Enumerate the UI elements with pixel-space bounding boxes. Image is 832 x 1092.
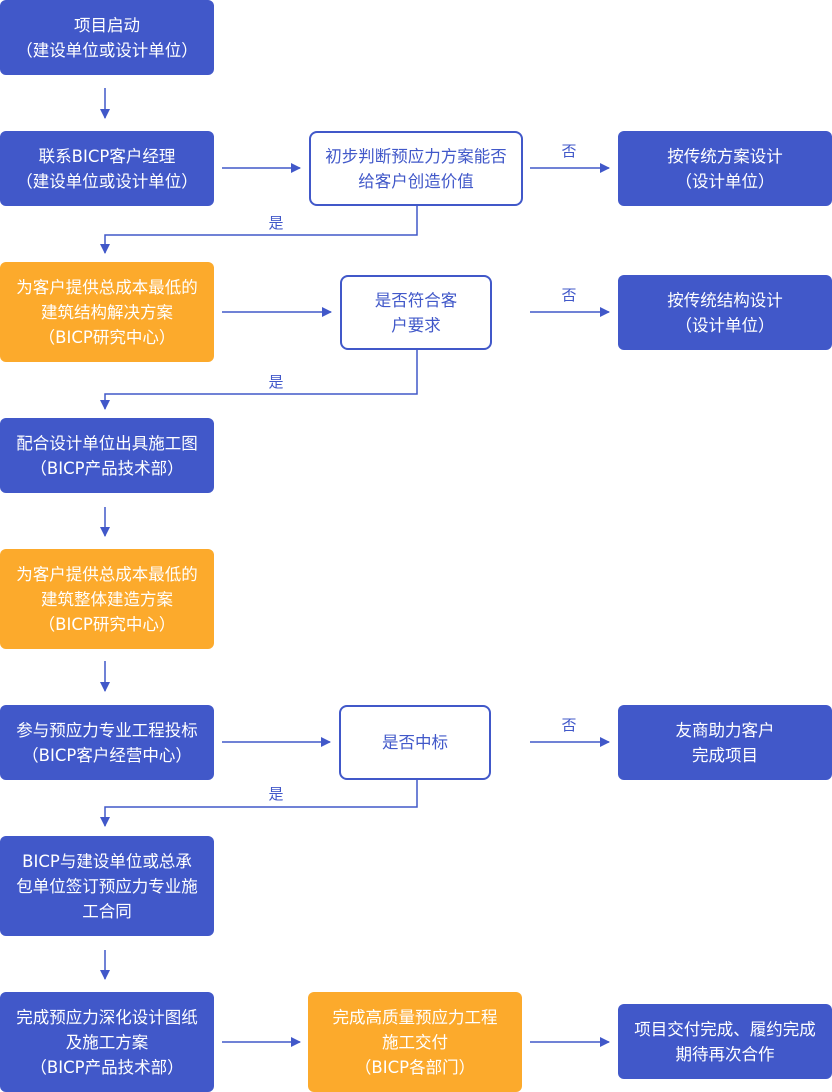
arrow-won-yes [100,780,418,827]
node-construction-drawings: 配合设计单位出具施工图 （BICP产品技术部） [0,418,214,493]
node-sign-contract: BICP与建设单位或总承 包单位签订预应力专业施 工合同 [0,836,214,936]
node-contact-manager: 联系BICP客户经理 （建设单位或设计单位） [0,131,214,206]
node-judge-value: 初步判断预应力方案能否 给客户创造价值 [309,131,523,206]
node-lowest-cost-structure: 为客户提供总成本最低的 建筑结构解决方案 （BICP研究中心） [0,262,214,362]
label-yes-judge: 是 [268,214,284,232]
node-bidding: 参与预应力专业工程投标 （BICP客户经营中心） [0,705,214,780]
label-yes-won-bid: 是 [268,785,284,803]
label-no-judge: 否 [561,142,577,160]
node-lowest-cost-construction: 为客户提供总成本最低的 建筑整体建造方案 （BICP研究中心） [0,549,214,649]
node-traditional-plan-design: 按传统方案设计 （设计单位） [618,131,832,206]
label-no-requirements: 否 [561,286,577,304]
node-won-bid: 是否中标 [339,705,491,780]
node-traditional-structure-design: 按传统结构设计 （设计单位） [618,275,832,350]
node-project-delivery: 项目交付完成、履约完成 期待再次合作 [618,1004,832,1079]
arrow-requirements-yes [100,350,418,410]
node-partner-assist: 友商助力客户 完成项目 [618,705,832,780]
label-no-won-bid: 否 [561,716,577,734]
arrow-judge-yes [100,206,418,254]
label-yes-requirements: 是 [268,373,284,391]
node-deepen-design: 完成预应力深化设计图纸 及施工方案 （BICP产品技术部） [0,992,214,1092]
node-quality-delivery: 完成高质量预应力工程 施工交付 （BICP各部门） [308,992,522,1092]
node-project-start: 项目启动 （建设单位或设计单位） [0,0,214,75]
node-meets-requirements: 是否符合客 户要求 [340,275,492,350]
